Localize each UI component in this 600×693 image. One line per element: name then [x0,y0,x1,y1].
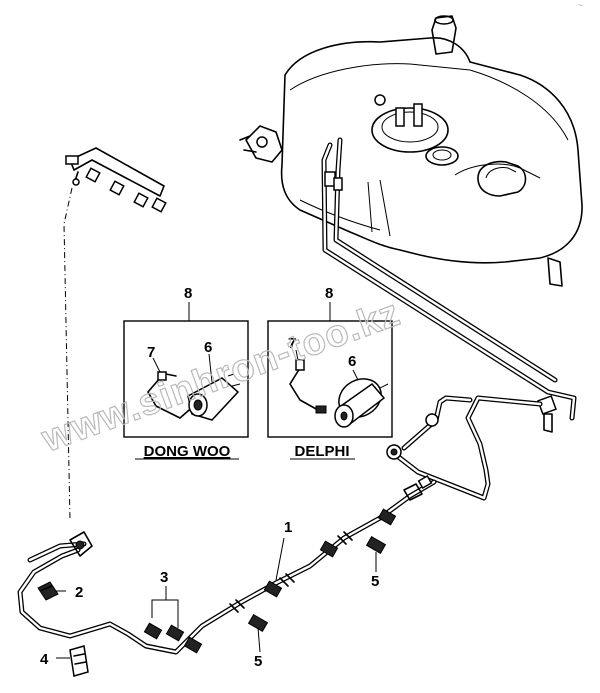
fuel-rail [65,147,167,213]
callout-2: 2 [75,584,83,601]
filter-outlet-line [386,395,543,501]
callout-6-delphi: 6 [348,353,356,370]
clip-item-4 [69,645,89,677]
callout-7-dong-woo: 7 [147,344,155,361]
callout-8-dong-woo: 8 [184,285,192,302]
callout-7-delphi: 7 [288,335,296,352]
main-fuel-line [17,475,437,655]
callout-4: 4 [40,651,49,668]
callout-3: 3 [160,569,168,586]
callout-1: 1 [284,519,292,536]
filter-label-dong-woo: DONG WOO [144,443,231,460]
leader-lines [56,537,377,659]
clip-item-5-upper [365,535,387,555]
clip-group-mid [263,508,397,598]
rail-connection-line [63,187,73,521]
callout-6-dong-woo: 6 [204,339,212,356]
callout-5-lower: 5 [254,653,262,670]
tank-fuel-lines [321,137,577,433]
filter-box-dong-woo [123,302,249,438]
clip-item-5-lower [247,613,269,633]
clip-item-2 [37,581,59,601]
filter-box-delphi [267,302,393,438]
filter-label-delphi: DELPHI [294,443,349,460]
callout-8-delphi: 8 [325,285,333,302]
clip-group-item-3 [143,622,203,654]
fuel-tank [239,15,583,287]
corner-mark: ~ [578,1,583,10]
callout-5-upper: 5 [371,573,379,590]
